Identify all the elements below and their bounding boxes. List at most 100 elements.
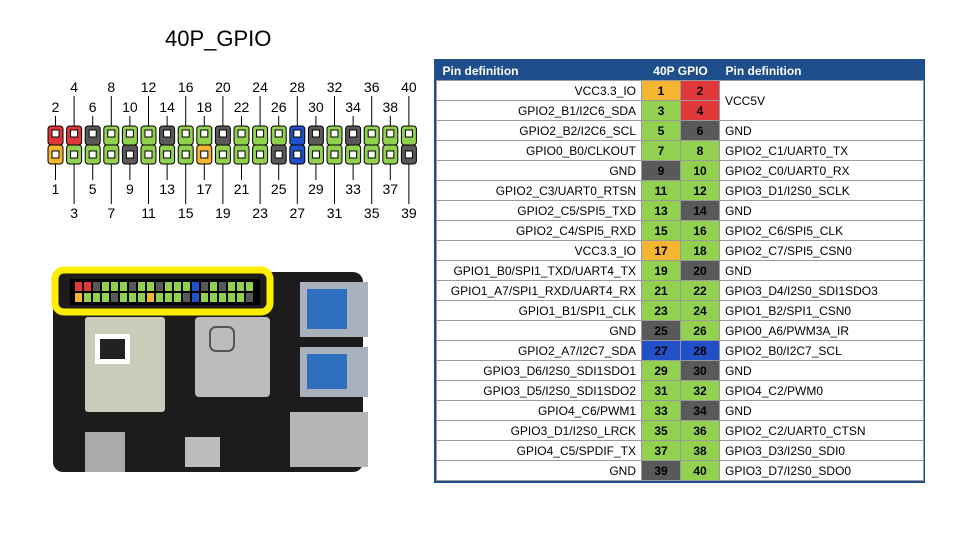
pin-label-odd: 35 bbox=[364, 205, 380, 221]
pin-number-even: 16 bbox=[679, 220, 721, 241]
pin-square bbox=[386, 129, 395, 138]
left-pin-definition: GPIO2_C4/SPI5_RXD bbox=[436, 220, 642, 241]
table-header-row: Pin definition 40P GPIO Pin definition bbox=[436, 61, 924, 81]
left-pin-definition: GPIO1_B1/SPI1_CLK bbox=[436, 300, 642, 321]
pin-square bbox=[181, 129, 190, 138]
board-pin bbox=[165, 282, 172, 291]
right-pin-definition: GPIO2_C2/UART0_CTSN bbox=[719, 420, 925, 441]
board-pin bbox=[192, 293, 199, 302]
chip-logo bbox=[209, 326, 235, 352]
pin-square bbox=[349, 129, 358, 138]
pin-square bbox=[200, 150, 209, 159]
pin-number-odd: 31 bbox=[641, 380, 681, 401]
board-pin bbox=[75, 293, 82, 302]
pin-square bbox=[293, 129, 302, 138]
pin-label-even: 16 bbox=[178, 79, 194, 95]
pin-label-odd: 9 bbox=[126, 181, 134, 197]
right-pin-definition: GPIO0_A6/PWM3A_IR bbox=[719, 320, 925, 341]
right-pin-definition: GPIO2_C6/SPI5_CLK bbox=[719, 220, 925, 241]
pin-square bbox=[386, 150, 395, 159]
pin-label-even: 26 bbox=[271, 99, 287, 115]
pin-label-odd: 17 bbox=[197, 181, 213, 197]
board-pin bbox=[84, 293, 91, 302]
pin-label-odd: 13 bbox=[159, 181, 175, 197]
pin-number-odd: 3 bbox=[641, 100, 681, 121]
board-pin bbox=[219, 282, 226, 291]
hdmi-port bbox=[185, 437, 220, 467]
pin-number-odd: 1 bbox=[641, 80, 681, 101]
pin-square bbox=[163, 129, 172, 138]
pin-square bbox=[125, 129, 134, 138]
board-pin bbox=[102, 282, 109, 291]
pin-table: Pin definition 40P GPIO Pin definition V… bbox=[436, 61, 925, 481]
pin-label-even: 14 bbox=[159, 99, 175, 115]
pin-number-even: 22 bbox=[679, 280, 721, 301]
pin-number-odd: 39 bbox=[641, 460, 681, 481]
pin-number-odd: 35 bbox=[641, 420, 681, 441]
pin-label-odd: 19 bbox=[215, 205, 231, 221]
board-pin bbox=[138, 282, 145, 291]
pin-square bbox=[237, 129, 246, 138]
pin-square bbox=[125, 150, 134, 159]
pin-number-even: 30 bbox=[679, 360, 721, 381]
pin-square bbox=[218, 129, 227, 138]
pin-number-odd: 33 bbox=[641, 400, 681, 421]
left-pin-definition: GPIO2_B1/I2C6_SDA bbox=[436, 100, 642, 121]
pin-number-even: 20 bbox=[679, 260, 721, 281]
pin-number-even: 6 bbox=[679, 120, 721, 141]
pin-number-odd: 15 bbox=[641, 220, 681, 241]
pin-label-even: 20 bbox=[215, 79, 231, 95]
board-pin bbox=[120, 293, 127, 302]
left-pin-definition: GPIO2_B2/I2C6_SCL bbox=[436, 120, 642, 141]
left-pin-definition: GPIO2_C5/SPI5_TXD bbox=[436, 200, 642, 221]
pin-label-even: 22 bbox=[234, 99, 250, 115]
pin-number-even: 8 bbox=[679, 140, 721, 161]
right-pin-definition: GND bbox=[719, 360, 925, 381]
left-pin-definition: GPIO0_B0/CLKOUT bbox=[436, 140, 642, 161]
pin-square bbox=[293, 150, 302, 159]
pin-square bbox=[311, 129, 320, 138]
right-pin-definition: GPIO2_C7/SPI5_CSN0 bbox=[719, 240, 925, 261]
left-pin-definition: GPIO3_D6/I2S0_SDI1SDO1 bbox=[436, 360, 642, 381]
pin-number-even: 2 bbox=[679, 80, 721, 101]
right-pin-definition: GND bbox=[719, 400, 925, 421]
board-pin bbox=[174, 282, 181, 291]
pin-label-odd: 39 bbox=[401, 205, 417, 221]
right-pin-definition: GPIO3_D7/I2S0_SDO0 bbox=[719, 460, 925, 481]
board-pin bbox=[111, 293, 118, 302]
pin-number-odd: 11 bbox=[641, 180, 681, 201]
board-pin bbox=[138, 293, 145, 302]
pin-label-even: 10 bbox=[122, 99, 138, 115]
pin-label-even: 40 bbox=[401, 79, 417, 95]
pin-label-even: 8 bbox=[107, 79, 115, 95]
pin-label-even: 38 bbox=[383, 99, 399, 115]
board-pin bbox=[237, 282, 244, 291]
pin-number-even: 32 bbox=[679, 380, 721, 401]
pin-number-odd: 7 bbox=[641, 140, 681, 161]
usb3-blue-2 bbox=[307, 354, 347, 389]
pin-square bbox=[51, 129, 60, 138]
right-pin-definition: GPIO3_D3/I2S0_SDI0 bbox=[719, 440, 925, 461]
board-pin bbox=[201, 282, 208, 291]
board-pin bbox=[228, 293, 235, 302]
left-pin-definition: GPIO2_A7/I2C7_SDA bbox=[436, 340, 642, 361]
pin-square bbox=[218, 150, 227, 159]
board-pin bbox=[183, 293, 190, 302]
pin-square bbox=[88, 129, 97, 138]
pin-number-odd: 23 bbox=[641, 300, 681, 321]
pin-square bbox=[274, 150, 283, 159]
gpio-header-svg: 2143658710912111413161518172019222124232… bbox=[47, 79, 417, 221]
pin-label-even: 24 bbox=[252, 79, 268, 95]
pin-square bbox=[256, 150, 265, 159]
board-pin bbox=[147, 293, 154, 302]
